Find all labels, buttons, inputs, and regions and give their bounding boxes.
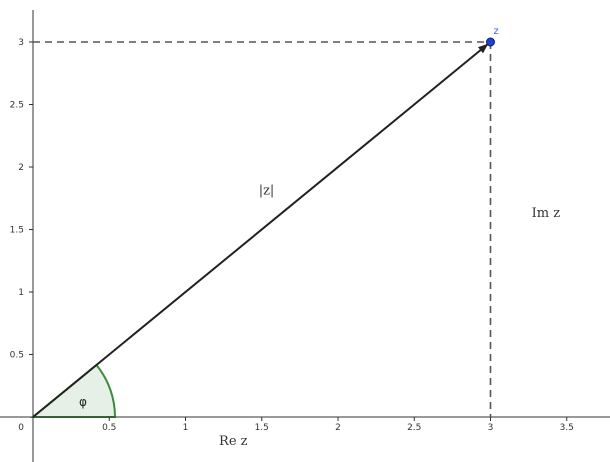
modulus-label: |z| <box>259 184 275 199</box>
imaginary-part-label: Im z <box>532 206 561 221</box>
vector-z <box>32 43 489 418</box>
y-tick-label: 3 <box>18 38 24 48</box>
x-tick-label: 1.5 <box>255 423 269 433</box>
x-tick-label: 2 <box>335 423 341 433</box>
angle-phi-sector <box>30 363 117 418</box>
x-tick-label: 3.5 <box>560 423 574 433</box>
point-z-marker[interactable] <box>486 37 495 47</box>
point-z-label: z <box>494 26 499 37</box>
x-tick-label: 1 <box>183 423 189 433</box>
x-axis-ticks: 0.5 1 1.5 2 2.5 3 3.5 <box>102 417 574 433</box>
origin-label: 0 <box>18 423 24 433</box>
angle-phi-label: φ <box>79 395 87 409</box>
y-tick-label: 2.5 <box>10 101 24 111</box>
x-tick-label: 0.5 <box>102 423 116 433</box>
y-axis-ticks: 0.5 1 1.5 2 2.5 3 <box>10 38 33 361</box>
real-part-label: Re z <box>219 434 248 449</box>
y-tick-label: 2 <box>18 163 24 173</box>
x-tick-label: 3 <box>488 423 494 433</box>
x-tick-label: 2.5 <box>407 423 421 433</box>
y-tick-label: 1.5 <box>10 226 24 236</box>
y-tick-label: 0.5 <box>10 351 24 361</box>
y-tick-label: 1 <box>18 288 24 298</box>
